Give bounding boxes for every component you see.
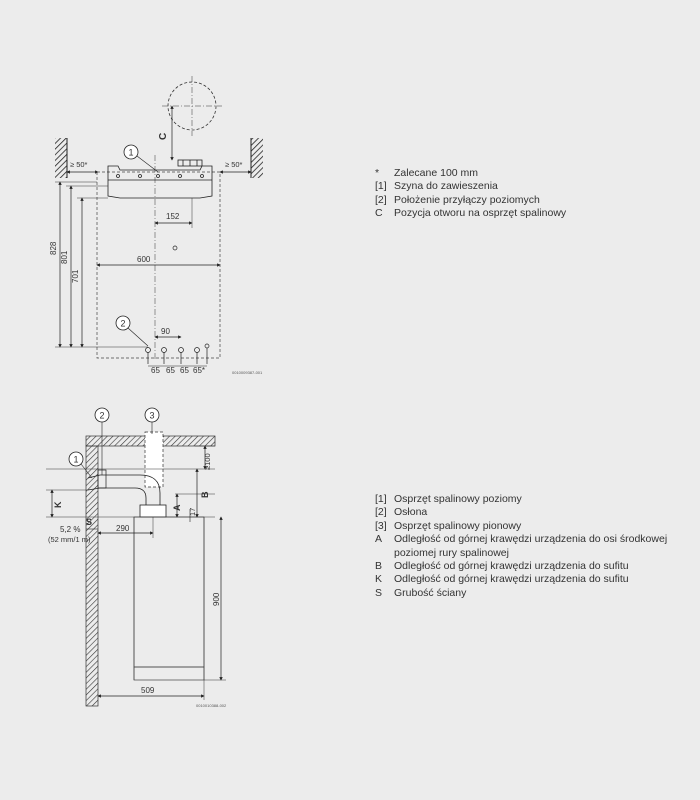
legend-row: [3]Osprzęt spalinowy pionowy [375,519,522,532]
dim-828: 828 [49,241,58,255]
dim-gap-right: ≥ 50* [225,160,243,169]
dim-290: 290 [116,524,130,533]
dim-K: K [53,501,63,508]
horizontal-flue [87,474,167,518]
left-wall [55,138,67,178]
dim-65-2: 65 [166,366,175,375]
legend-top: *Zalecane 100 mm [1]Szyna do zawieszenia… [375,167,675,221]
front-view-diagram: C ≥ 50* ≥ 50* 1 152 600 828 801 701 [49,76,263,375]
dim-ge100: ≥100 [203,453,212,470]
dim-S: S [86,517,92,527]
wall [85,445,99,707]
dim-65-3: 65 [180,366,189,375]
dim-900: 900 [212,592,221,606]
callout-1-bottom-label: 1 [73,455,78,465]
callout-2-bottom-label: 2 [99,411,104,421]
connection-fittings [145,343,210,364]
slope-label: 5,2 % [60,525,80,534]
figure-code-top: 0010009387-001 [232,370,263,375]
right-wall [251,138,263,178]
callout-2-label: 2 [120,319,125,329]
vertical-flue [144,431,164,488]
callout-1-bottom [68,451,84,467]
figure-code-bottom: 0010010388-002 [196,703,227,708]
dim-509: 509 [141,686,155,695]
hanging-rail [107,159,213,199]
dim-65-1: 65 [151,366,160,375]
dim-801: 801 [60,250,69,264]
legend-row: [2]Osłona [375,506,428,519]
callout-1-label: 1 [128,148,133,158]
callout-3-label: 3 [149,411,154,421]
appliance-body [133,516,205,668]
slope-sublabel: (52 mm/1 m) [48,535,91,544]
legend-row: [2]Położenie przyłączy poziomych [375,193,540,206]
legend-row: *Zalecane 100 mm [375,167,479,179]
dim-152: 152 [166,212,180,221]
dim-B: B [200,491,210,498]
callout-2 [115,315,131,331]
legend-row: [1]Szyna do zawieszenia [375,180,498,193]
dim-701: 701 [71,269,80,283]
dim-A: A [172,504,182,511]
callout-1 [123,144,139,160]
dim-gap-left: ≥ 50* [70,160,88,169]
dim-600: 600 [137,255,151,264]
dim-17: 17 [188,508,197,516]
dim-90: 90 [161,327,170,336]
dim-C-label: C [158,133,169,140]
legend-bottom: [1]Osprzęt spalinowy poziomy [2]Osłona [… [375,493,690,600]
dim-65-4: 65* [193,366,205,375]
legend-row: [1]Osprzęt spalinowy poziomy [375,493,522,505]
